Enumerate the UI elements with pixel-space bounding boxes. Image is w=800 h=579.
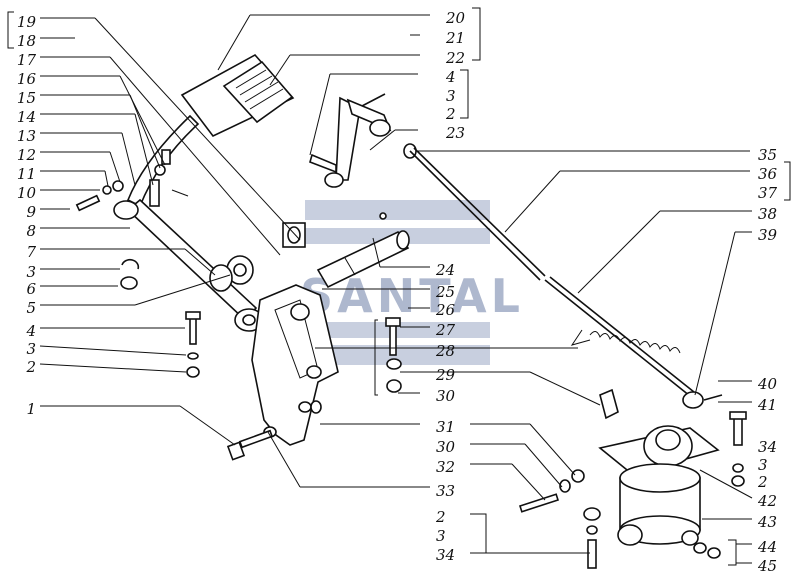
part-label-29: 29	[435, 366, 456, 384]
part-label-6: 6	[26, 280, 36, 298]
part-label-14: 14	[17, 108, 36, 126]
part-label-27: 27	[435, 321, 456, 339]
part-label-3: 3	[26, 263, 36, 281]
part-label-32: 32	[436, 458, 455, 476]
part-label-5: 5	[26, 299, 36, 317]
part-label-2: 2	[25, 358, 36, 376]
part-label-11: 11	[17, 165, 36, 183]
part-label-37: 37	[758, 184, 778, 202]
bolts	[185, 311, 402, 461]
part-label-9: 9	[26, 203, 36, 221]
part-label-3: 3	[436, 527, 446, 545]
part-label-38: 38	[758, 205, 777, 223]
part-label-3: 3	[758, 456, 768, 474]
leader-lines	[7, 7, 791, 566]
part-label-26: 26	[435, 301, 456, 319]
part-label-17: 17	[17, 51, 37, 69]
part-label-31: 31	[436, 418, 455, 436]
part-label-21: 21	[445, 29, 465, 47]
brake-valve	[598, 425, 721, 559]
part-label-28: 28	[435, 342, 455, 360]
part-label-4: 4	[445, 68, 456, 86]
part-label-25: 25	[435, 283, 455, 301]
shaft	[316, 212, 410, 289]
part-label-33: 33	[436, 482, 455, 500]
part-label-12: 12	[17, 146, 36, 164]
part-label-7: 7	[26, 243, 36, 261]
part-label-30: 30	[436, 387, 456, 405]
part-label-10: 10	[17, 184, 37, 202]
part-label-34: 34	[436, 546, 455, 564]
part-label-16: 16	[17, 70, 37, 88]
bushings	[120, 222, 306, 292]
part-label-41: 41	[757, 396, 777, 414]
part-label-34: 34	[758, 438, 777, 456]
rods	[409, 147, 723, 409]
part-label-40: 40	[757, 375, 778, 393]
plate	[599, 388, 619, 420]
lever-fasteners	[75, 149, 189, 212]
parts	[75, 53, 747, 569]
part-label-30: 30	[436, 438, 456, 456]
part-label-3: 3	[26, 340, 36, 358]
part-label-36: 36	[758, 165, 778, 183]
part-label-4: 4	[25, 322, 36, 340]
part-label-45: 45	[757, 557, 777, 575]
part-label-3: 3	[446, 87, 456, 105]
part-label-13: 13	[17, 127, 36, 145]
lower-fasteners	[518, 411, 747, 569]
part-label-15: 15	[17, 89, 36, 107]
bracket	[251, 284, 339, 446]
part-label-35: 35	[758, 146, 777, 164]
part-label-2: 2	[757, 473, 768, 491]
part-label-19: 19	[17, 13, 37, 31]
part-label-22: 22	[445, 49, 465, 67]
part-label-20: 20	[445, 9, 466, 27]
part-label-42: 42	[757, 492, 777, 510]
part-label-1: 1	[26, 400, 36, 418]
part-label-43: 43	[757, 513, 777, 531]
part-label-39: 39	[758, 226, 778, 244]
watermark: SANTAL	[300, 200, 520, 365]
part-label-44: 44	[757, 538, 777, 556]
part-label-8: 8	[26, 222, 36, 240]
pedal-pad	[180, 53, 295, 138]
spring	[570, 329, 681, 354]
part-label-2: 2	[435, 508, 446, 526]
part-label-24: 24	[435, 261, 455, 279]
part-label-2: 2	[445, 105, 456, 123]
part-label-18: 18	[17, 32, 36, 50]
part-label-23: 23	[445, 124, 465, 142]
bell-crank	[309, 93, 417, 188]
